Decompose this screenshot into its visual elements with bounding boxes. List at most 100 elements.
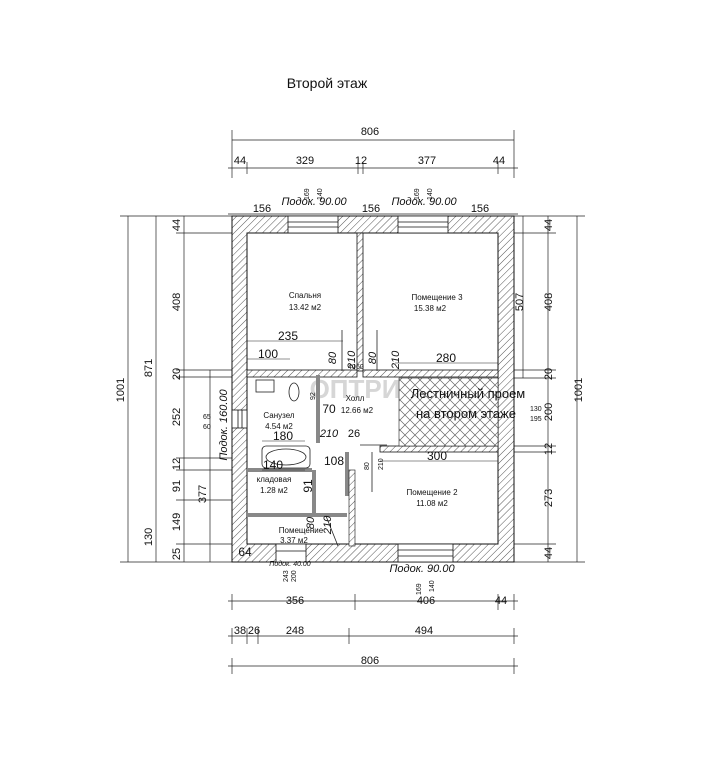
watermark-text: ОПТРИ bbox=[310, 374, 401, 404]
dim-in-140: 140 bbox=[263, 458, 283, 472]
dim-right-44: 44 bbox=[543, 219, 555, 231]
dim-in-80d: 80 bbox=[305, 516, 317, 529]
dim-left-44: 44 bbox=[171, 219, 183, 231]
dim-in-210a: 210 bbox=[346, 350, 358, 370]
bathroom-fixtures bbox=[255, 379, 311, 469]
dim-left-130: 130 bbox=[143, 528, 155, 546]
hall-name: Холл bbox=[346, 394, 365, 403]
dim-bot-38: 38 bbox=[234, 625, 246, 637]
room3-name: Помещение 3 bbox=[411, 293, 463, 302]
dim-left-377: 377 bbox=[197, 485, 209, 503]
dim-right-273: 273 bbox=[543, 489, 555, 507]
dim-top-12: 12 bbox=[355, 155, 367, 167]
dim-left-91: 91 bbox=[171, 480, 183, 492]
pantry-area: 1.28 м2 bbox=[260, 486, 288, 495]
dim-in-235: 235 bbox=[278, 329, 298, 343]
room-small-name: Помещение bbox=[279, 526, 324, 535]
dim-in-280: 280 bbox=[436, 351, 456, 365]
dim-top-44b: 44 bbox=[493, 155, 505, 167]
sill-top-right: Подок. 90.00 bbox=[391, 196, 457, 208]
dim-top-total: 806 bbox=[361, 126, 379, 138]
dim-top-169a: 169 bbox=[304, 188, 311, 200]
dim-left-1001: 1001 bbox=[115, 378, 127, 402]
bath-area: 4.54 м2 bbox=[265, 422, 293, 431]
dim-top-156c: 156 bbox=[471, 203, 489, 215]
dim-left-149: 149 bbox=[171, 513, 183, 531]
dim-in-80a: 80 bbox=[327, 351, 339, 364]
stair-label-line1: Лестничный проем bbox=[411, 386, 526, 401]
dim-right-44b: 44 bbox=[543, 547, 555, 559]
dim-in-180: 180 bbox=[273, 429, 293, 443]
windows bbox=[231, 215, 454, 563]
dim-bot-169: 169 bbox=[416, 583, 423, 595]
room-small-area: 3.37 м2 bbox=[280, 536, 308, 545]
dim-bot-total: 806 bbox=[361, 655, 379, 667]
room-bedroom-name: Спальня bbox=[289, 291, 321, 300]
dim-bot-356: 356 bbox=[286, 595, 304, 607]
sill-top-left: Подок. 90.00 bbox=[281, 196, 347, 208]
dim-right-408: 408 bbox=[543, 293, 555, 311]
dim-bot-26: 26 bbox=[248, 625, 260, 637]
dim-bot-494: 494 bbox=[415, 625, 433, 637]
dim-left-252: 252 bbox=[171, 408, 183, 426]
dim-bot-140: 140 bbox=[429, 580, 436, 592]
dim-right-1001: 1001 bbox=[573, 378, 585, 402]
dim-right-507: 507 bbox=[514, 293, 526, 311]
dim-top-44a: 44 bbox=[234, 155, 246, 167]
dim-right-195: 195 bbox=[530, 416, 542, 423]
dim-top-140b: 140 bbox=[427, 188, 434, 200]
dim-bot-243: 243 bbox=[283, 570, 290, 582]
sill-left: Подок. 160.00 bbox=[218, 389, 230, 461]
dim-left-25: 25 bbox=[171, 548, 183, 560]
top-dimensions bbox=[228, 130, 518, 215]
dim-in-100: 100 bbox=[258, 347, 278, 361]
dim-left-20: 20 bbox=[171, 368, 183, 380]
interior-dim-lines bbox=[247, 340, 498, 471]
dim-in-91: 91 bbox=[301, 479, 315, 493]
dim-in-60: 60 bbox=[356, 364, 364, 371]
room-bedroom-area: 13.42 м2 bbox=[289, 303, 322, 312]
dim-in-92: 92 bbox=[310, 392, 317, 400]
dim-top-156b: 156 bbox=[362, 203, 380, 215]
left-dimensions bbox=[120, 215, 232, 563]
pantry-name: кладовая bbox=[257, 475, 292, 484]
dim-top-140a: 140 bbox=[317, 188, 324, 200]
dim-bot-406: 406 bbox=[417, 595, 435, 607]
room2-name: Помещение 2 bbox=[406, 488, 458, 497]
dim-in-80c: 80 bbox=[364, 462, 371, 470]
dim-in-210d: 210 bbox=[378, 458, 385, 470]
dim-left-408: 408 bbox=[171, 293, 183, 311]
dim-right-20: 20 bbox=[543, 368, 555, 380]
dim-in-70: 70 bbox=[322, 402, 336, 416]
dim-top-377: 377 bbox=[418, 155, 436, 167]
sill-bottom-small: Подок. 40.00 bbox=[269, 560, 311, 568]
dim-in-80b: 80 bbox=[367, 351, 379, 364]
dim-left-12: 12 bbox=[171, 458, 183, 470]
dim-left-60: 60 bbox=[203, 424, 211, 431]
room3-area: 15.38 м2 bbox=[414, 304, 447, 313]
sill-bottom-right: Подок. 90.00 bbox=[389, 563, 455, 575]
dim-right-130: 130 bbox=[530, 406, 542, 413]
dim-bot-200: 200 bbox=[291, 570, 298, 582]
dim-top-169b: 169 bbox=[414, 188, 421, 200]
hall-area: 12.66 м2 bbox=[341, 406, 374, 415]
dim-left-871: 871 bbox=[143, 359, 155, 377]
dim-right-12: 12 bbox=[543, 443, 555, 455]
dim-in-300: 300 bbox=[427, 449, 447, 463]
dim-in-210c: 210 bbox=[319, 428, 339, 440]
room2-area: 11.08 м2 bbox=[416, 499, 448, 508]
dim-bot-248: 248 bbox=[286, 625, 304, 637]
dim-in-210b: 210 bbox=[390, 350, 402, 370]
stair-label-line2: на втором этаже bbox=[416, 406, 516, 421]
doors bbox=[325, 330, 387, 547]
dim-in-40: 40 bbox=[348, 364, 356, 371]
dim-left-65: 65 bbox=[203, 414, 211, 421]
dim-in-210e: 210 bbox=[322, 515, 334, 535]
dim-top-156a: 156 bbox=[253, 203, 271, 215]
dim-in-26: 26 bbox=[348, 428, 360, 440]
bottom-dimensions bbox=[228, 594, 518, 674]
walls bbox=[231, 215, 515, 563]
bath-name: Санузел bbox=[263, 411, 294, 420]
right-dimensions bbox=[514, 215, 585, 563]
